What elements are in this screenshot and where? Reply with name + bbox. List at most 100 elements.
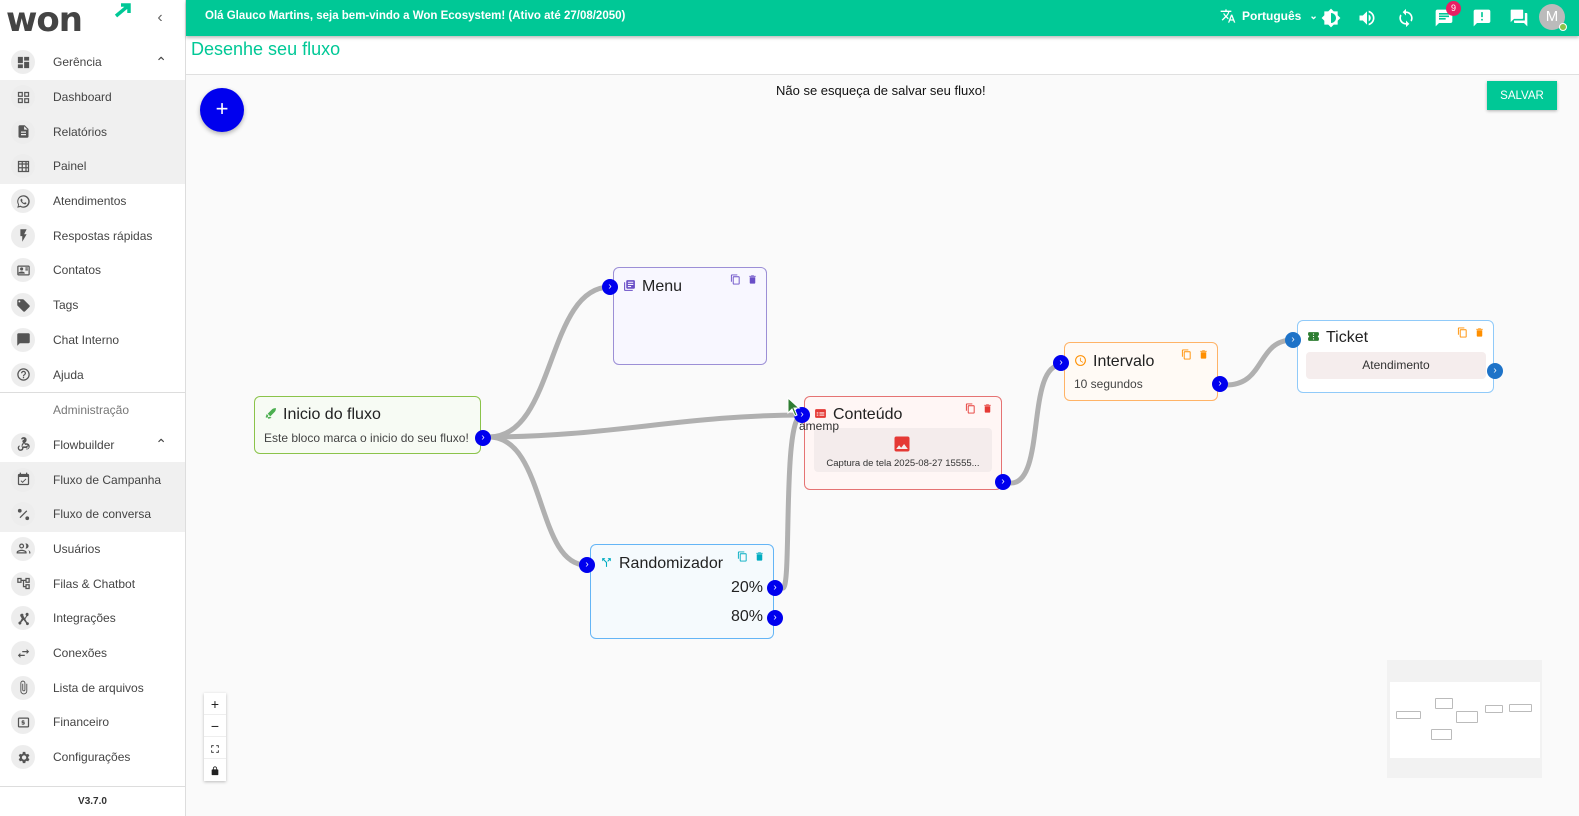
node-menu[interactable]: Menu [613,267,767,365]
sidebar-item-respostas-rapidas[interactable]: Respostas rápidas [0,218,185,253]
node-title: Inicio do fluxo [264,406,381,424]
dashboard-grid-icon [11,50,35,75]
greeting-prefix: Olá [205,10,227,22]
welcome-message: Olá Glauco Martins, seja bem-vindo a Won… [205,10,625,22]
intervalo-output-port[interactable]: › [1212,376,1228,392]
language-selector[interactable]: Português ⌄ [1220,8,1318,24]
sidebar-item-dashboard[interactable]: Dashboard [0,79,185,115]
collapse-sidebar-button[interactable]: ‹ [157,9,163,26]
sidebar-item-financeiro[interactable]: Financeiro [0,705,185,740]
delete-icon[interactable] [982,403,993,414]
document-icon [11,119,35,144]
node-conteudo[interactable]: Conteúdo Captura de tela 2025-08-27 1555… [804,396,1002,490]
randomizador-input-port[interactable]: › [579,557,595,573]
whatsapp-icon [11,189,35,214]
split-b-percent: 80% [730,608,763,625]
minimap-node [1509,704,1532,712]
inicio-output-port[interactable]: › [475,430,491,446]
menu-title: Menu [642,278,683,295]
delete-icon[interactable] [747,274,758,285]
sidebar-item-flowbuilder[interactable]: Flowbuilder ⌃ [0,428,185,463]
minimap[interactable] [1387,660,1542,778]
swap-icon [11,641,35,666]
sidebar-item-label: Atendimentos [53,194,127,209]
contact-card-icon [11,258,35,283]
sidebar-item-filas-chatbot[interactable]: Filas & Chatbot [0,566,185,601]
sidebar-item-gerencia[interactable]: Gerência⌃ [0,45,185,80]
sidebar-item-label: Flowbuilder [53,437,115,452]
money-icon [11,710,35,735]
internal-chat-icon[interactable] [1509,8,1529,28]
delete-icon[interactable] [1474,327,1485,338]
sidebar-item-painel[interactable]: Painel [0,149,185,184]
ticket-output-port[interactable]: › [1487,363,1503,379]
flow-canvas[interactable]: Não se esqueça de salvar seu fluxo! SALV… [186,74,1579,816]
media-attachment[interactable]: Captura de tela 2025-08-27 15555... [814,428,992,472]
chevron-up-icon[interactable]: ⌃ [155,436,167,453]
sidebar-item-usuarios[interactable]: Usuários [0,532,185,567]
delete-icon[interactable] [754,551,765,562]
minimap-node [1396,711,1421,719]
sidebar-item-lista-de-arquivos[interactable]: Lista de arquivos [0,670,185,705]
volume-icon[interactable] [1357,8,1377,28]
sidebar-item-contatos[interactable]: Contatos [0,253,185,288]
add-node-button[interactable]: + [200,88,244,132]
node-actions [730,274,758,285]
randomizador-output-a-port[interactable]: › [767,580,783,596]
copy-icon[interactable] [1457,327,1468,338]
minimap-node [1485,705,1503,713]
sidebar-item-ajuda[interactable]: Ajuda [0,357,185,392]
conteudo-output-port[interactable]: › [995,474,1011,490]
node-ticket[interactable]: Ticket Atendimento [1297,320,1494,393]
chevron-up-icon[interactable]: ⌃ [155,53,167,70]
theme-toggle-icon[interactable] [1321,8,1341,28]
menu-input-port[interactable]: › [602,279,618,295]
copy-icon[interactable] [965,403,976,414]
version-label: V3.7.0 [0,786,185,816]
sidebar-item-conexoes[interactable]: Conexões [0,636,185,671]
randomizador-output-b-port[interactable]: › [767,610,783,626]
sidebar-item-label: Dashboard [53,90,112,105]
copy-icon[interactable] [730,274,741,285]
sidebar-item-label: Administração [53,403,130,418]
interval-duration: 10 segundos [1074,377,1143,391]
hub-icon [11,606,35,631]
fit-view-button[interactable] [204,737,226,759]
image-icon [894,436,910,452]
tree-icon [11,571,35,596]
sidebar-item-chat-interno[interactable]: Chat Interno [0,323,185,358]
node-randomizador[interactable]: Randomizador 20% 80% [590,544,774,639]
announcement-icon[interactable] [1472,8,1492,28]
messages-icon[interactable] [1434,8,1454,28]
node-inicio[interactable]: Inicio do fluxo Este bloco marca o inici… [254,396,481,454]
copy-icon[interactable] [1181,349,1192,360]
conteudo-input-port[interactable]: › [794,407,810,423]
sidebar-item-fluxo-de-campanha[interactable]: Fluxo de Campanha [0,462,185,497]
zoom-in-button[interactable]: + [204,693,226,715]
refresh-icon[interactable] [1396,8,1416,28]
minimap-node [1456,711,1478,723]
sidebar-item-atendimentos[interactable]: Atendimentos [0,184,185,219]
logo-arrow-icon [114,3,131,18]
node-intervalo[interactable]: Intervalo 10 segundos [1064,342,1218,401]
sidebar-item-fluxo-de-conversa[interactable]: Fluxo de conversa [0,496,185,532]
user-name: Glauco Martins [226,10,310,22]
save-button[interactable]: SALVAR [1487,81,1557,110]
node-title: Intervalo [1074,353,1154,371]
sidebar-item-relatorios[interactable]: Relatórios [0,114,185,150]
ticket-input-port[interactable]: › [1285,332,1301,348]
node-title: Ticket [1307,329,1368,347]
lock-button[interactable] [204,759,226,781]
intervalo-input-port[interactable]: › [1053,355,1069,371]
sidebar-item-configuracoes[interactable]: Configurações [0,740,185,775]
delete-icon[interactable] [1198,349,1209,360]
zoom-out-button[interactable]: − [204,715,226,737]
node-title: Menu [623,278,682,296]
copy-icon[interactable] [737,551,748,562]
sidebar-item-tags[interactable]: Tags [0,288,185,323]
attach-icon [11,675,35,700]
sidebar-item-integracoes[interactable]: Integrações [0,601,185,636]
node-title: Randomizador [600,555,723,573]
